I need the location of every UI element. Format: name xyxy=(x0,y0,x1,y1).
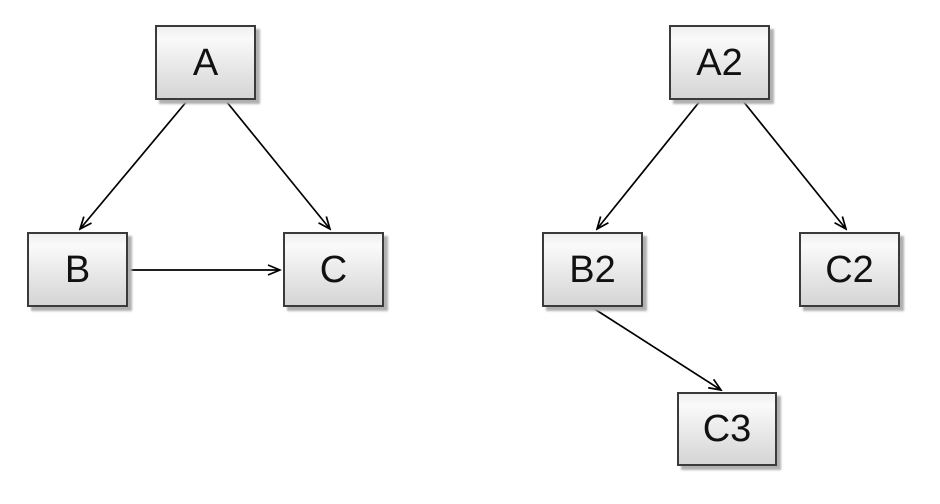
edge-A2-C2 xyxy=(742,100,846,229)
node-label-C: C xyxy=(319,248,348,291)
node-label-B: B xyxy=(64,248,91,291)
edge-A2-B2 xyxy=(597,100,701,229)
node-label-A2: A2 xyxy=(696,41,743,84)
edge-B2-C3 xyxy=(592,307,721,390)
node-label-B2: B2 xyxy=(569,248,616,291)
node-C2: C2 xyxy=(799,232,900,307)
node-B: B xyxy=(27,232,128,307)
node-C: C xyxy=(283,232,384,307)
node-label-C3: C3 xyxy=(702,408,752,450)
node-label-C2: C2 xyxy=(825,248,874,291)
node-C3: C3 xyxy=(677,392,777,466)
node-B2: B2 xyxy=(542,232,643,307)
edge-A-B xyxy=(80,100,188,229)
edges-group xyxy=(80,100,846,390)
node-A2: A2 xyxy=(669,25,770,100)
edge-A-C xyxy=(225,100,330,229)
node-A: A xyxy=(155,25,256,100)
node-label-A: A xyxy=(192,41,219,84)
